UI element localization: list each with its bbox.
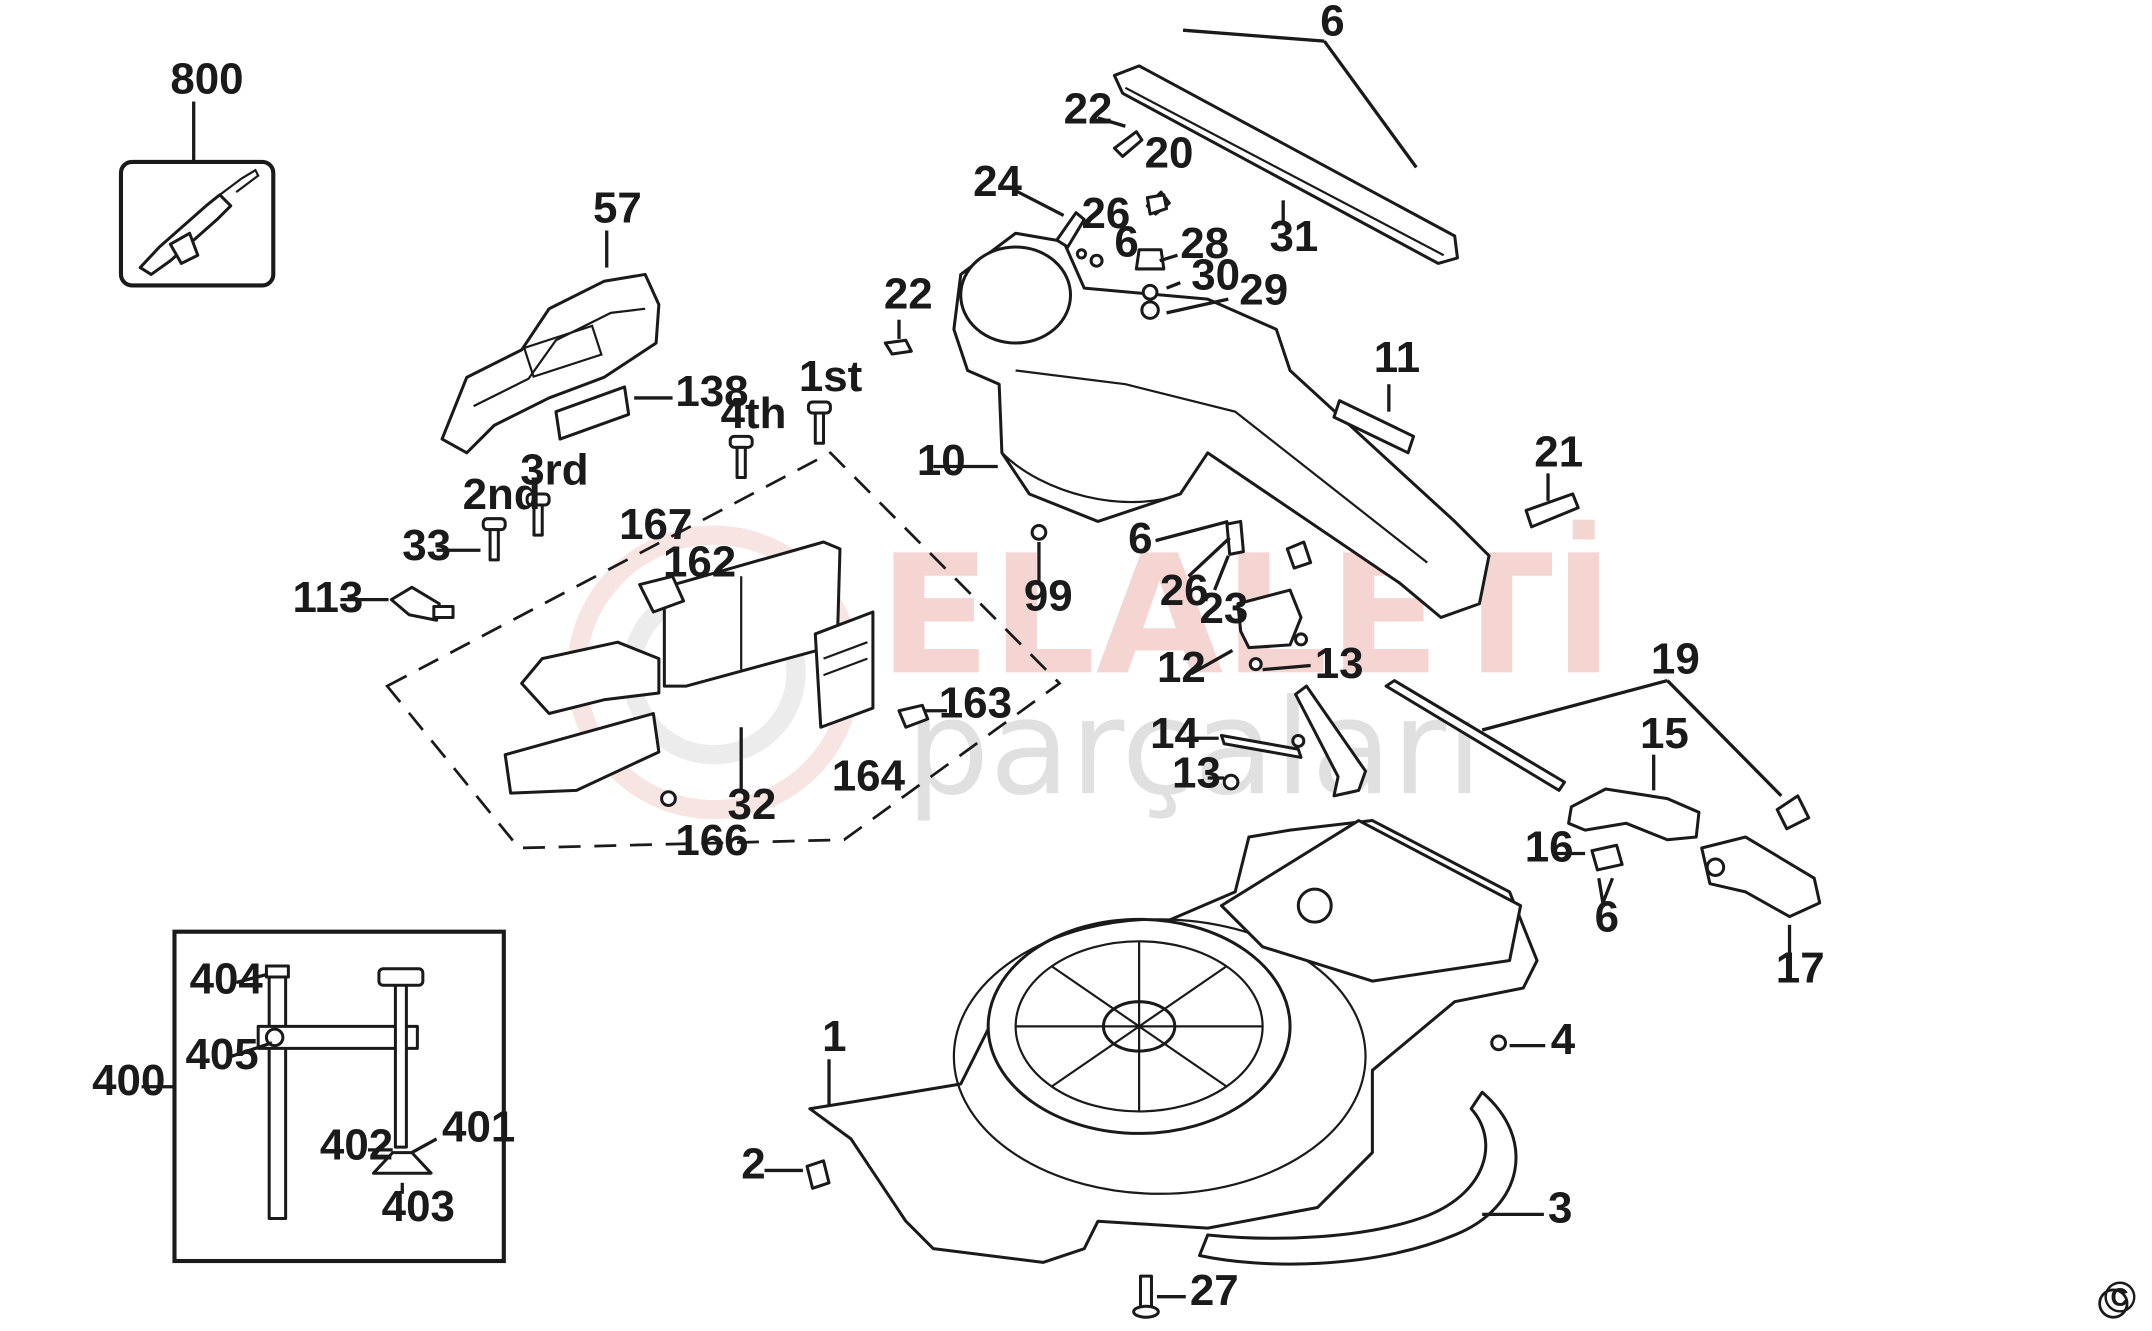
callout-32: 32: [727, 780, 776, 829]
bolts-cluster: [340, 400, 832, 622]
brackets-12-14: [1187, 540, 1368, 798]
callout-400: 400: [92, 1056, 165, 1105]
callout-2nd: 2nd: [463, 470, 541, 519]
callout-401: 401: [442, 1103, 515, 1152]
callout-403: 403: [382, 1182, 455, 1231]
callout-10: 10: [917, 436, 966, 485]
callout-167: 167: [619, 500, 692, 549]
callout-405: 405: [185, 1030, 258, 1079]
callout-13-upper: 13: [1315, 639, 1364, 688]
callout-22-left: 22: [884, 270, 933, 319]
copyright-symbol: ©: [2104, 1273, 2136, 1322]
callout-21: 21: [1534, 428, 1583, 477]
callout-2: 2: [741, 1140, 765, 1189]
callout-138: 138: [675, 367, 748, 416]
part-57-cover: [440, 230, 673, 455]
callout-402: 402: [320, 1120, 393, 1169]
callout-404: 404: [190, 954, 264, 1003]
callout-20: 20: [1145, 128, 1194, 177]
part-1-base: [808, 819, 1539, 1264]
callout-14: 14: [1150, 709, 1199, 758]
callout-6-clamp: 6: [1595, 893, 1619, 942]
callout-1: 1: [822, 1012, 846, 1061]
callout-162: 162: [663, 537, 736, 586]
part-400-clamp-box: [141, 929, 506, 1264]
callout-27: 27: [1190, 1266, 1239, 1315]
callout-12: 12: [1157, 643, 1206, 692]
screws-2-4-27: [764, 1034, 1546, 1319]
callout-33: 33: [402, 521, 451, 570]
callout-19: 19: [1651, 635, 1700, 684]
rod-and-clamp: [1384, 679, 1822, 956]
callout-23: 23: [1199, 584, 1248, 633]
part-3-miter-scale: [1197, 1090, 1544, 1266]
callout-800: 800: [170, 54, 243, 103]
callout-163: 163: [939, 679, 1012, 728]
copyright-mark: ©: [2098, 1273, 2136, 1322]
callout-24: 24: [973, 157, 1022, 206]
callout-30: 30: [1191, 251, 1240, 300]
callout-labels: 800 57 138 1st 4th 3rd 2nd 33 113 167 16…: [92, 0, 1824, 1315]
callout-3: 3: [1548, 1184, 1572, 1233]
part-31-rail: [1097, 28, 1459, 265]
callout-22-top: 22: [1064, 84, 1113, 133]
callout-17: 17: [1776, 943, 1825, 992]
callout-11: 11: [1374, 333, 1420, 382]
callout-99: 99: [1024, 572, 1073, 621]
callout-26-top: 26: [1081, 189, 1130, 238]
callout-4th: 4th: [721, 389, 787, 438]
callout-15: 15: [1640, 709, 1689, 758]
part-10-upper-arm: [933, 231, 1491, 619]
callout-113: 113: [292, 573, 363, 622]
callout-166: 166: [675, 816, 748, 865]
arm-fasteners: [883, 187, 1580, 591]
callout-4: 4: [1551, 1015, 1576, 1064]
callout-3rd: 3rd: [520, 445, 588, 494]
fence-assembly-32: [385, 451, 1062, 850]
callout-28: 28: [1180, 219, 1229, 268]
callout-6-arm: 6: [1114, 218, 1138, 267]
callout-26-mid: 26: [1160, 566, 1209, 615]
callout-164: 164: [832, 751, 906, 800]
callout-57: 57: [593, 183, 642, 232]
watermark-subtitle: parçaları: [906, 672, 1483, 825]
callout-6-mid: 6: [1128, 514, 1152, 563]
callout-16: 16: [1525, 823, 1574, 872]
callout-1st: 1st: [799, 352, 863, 401]
callout-13-lower: 13: [1172, 749, 1221, 798]
callout-31: 31: [1269, 212, 1318, 261]
part-800-wrench: [118, 101, 276, 288]
callout-6-top: 6: [1320, 0, 1344, 46]
callout-29: 29: [1239, 266, 1288, 315]
